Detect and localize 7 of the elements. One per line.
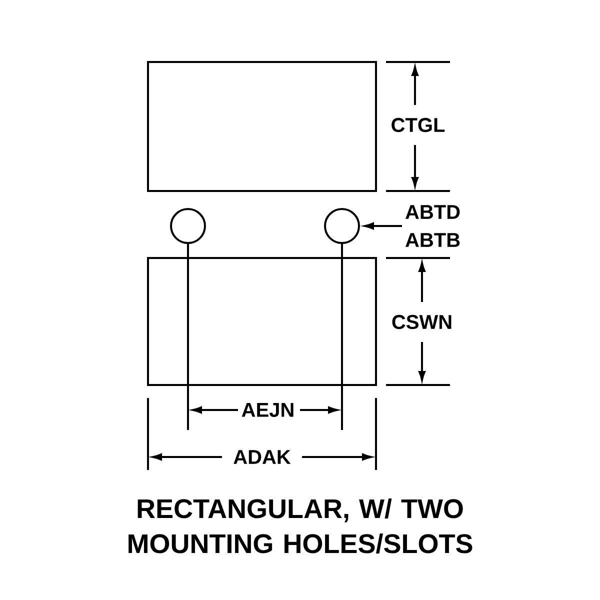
dimension-label: CSWN	[392, 314, 452, 330]
dimension-label: ADAK	[234, 450, 291, 464]
hole-circle	[324, 208, 360, 244]
caption: RECTANGULAR, W/ TWO MOUNTING HOLES/SLOTS	[128, 498, 472, 554]
dimension-label: CTGL	[392, 118, 445, 132]
dimension-label: AEJN	[242, 403, 294, 417]
leader-text: ABTD ABTB	[406, 205, 460, 247]
